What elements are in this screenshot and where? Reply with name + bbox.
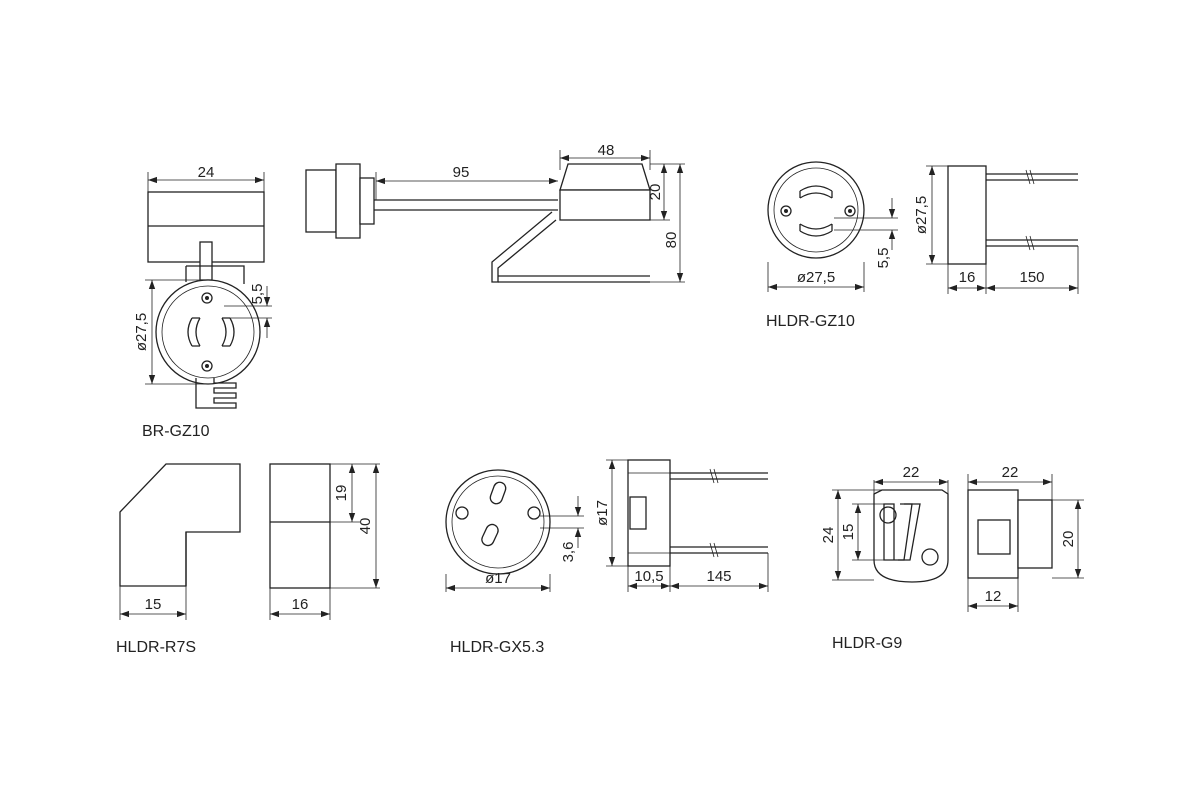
hldr-gz10-front-diameter-label: ø27,5 bbox=[797, 269, 835, 286]
hldr-gx53-front-drawing bbox=[445, 469, 551, 575]
hldr-g9-front-drawing bbox=[873, 489, 949, 583]
hldr-g9-front-width-label: 22 bbox=[903, 464, 920, 481]
hldr-r7s-height-total-label: 40 bbox=[357, 518, 374, 535]
hldr-gz10-body-label: 16 bbox=[959, 269, 976, 286]
br-gz10-caption: BR-GZ10 bbox=[142, 423, 210, 440]
hldr-g9-front-height-label: 24 bbox=[820, 527, 837, 544]
hldr-gx53-group: ø17 3,6 ø17 10,5 145 HLDR-GX5.3 bbox=[445, 459, 769, 656]
side-view-drawing bbox=[305, 163, 651, 283]
br-gz10-offset-label: 5,5 bbox=[249, 284, 266, 305]
hldr-g9-base-label: 12 bbox=[985, 588, 1002, 605]
br-gz10-width-label: 24 bbox=[198, 164, 215, 181]
hldr-gx53-front-diameter-label: ø17 bbox=[485, 570, 511, 587]
hldr-g9-side-height-label: 20 bbox=[1060, 531, 1077, 548]
hldr-r7s-front-drawing bbox=[119, 463, 241, 587]
hldr-gx53-body-label: 10,5 bbox=[634, 568, 663, 585]
hldr-gx53-side-drawing bbox=[627, 459, 768, 567]
br-gz10-group: 24 ø27,5 5,5 BR-GZ10 bbox=[133, 164, 272, 440]
hldr-g9-side-drawing bbox=[967, 489, 1053, 579]
br-gz10-drawing bbox=[147, 191, 265, 409]
side-view-height-total-label: 80 bbox=[663, 232, 680, 249]
side-view-depth-label: 48 bbox=[598, 142, 615, 159]
hldr-r7s-group: 15 16 19 40 HLDR-R7S bbox=[116, 463, 380, 656]
hldr-r7s-width-label: 15 bbox=[145, 596, 162, 613]
hldr-r7s-depth-label: 16 bbox=[292, 596, 309, 613]
hldr-g9-inner-height-label: 15 bbox=[840, 524, 857, 541]
hldr-gx53-wire-label: 145 bbox=[706, 568, 731, 585]
hldr-gz10-offset-label: 5,5 bbox=[875, 248, 892, 269]
hldr-gz10-wire-label: 150 bbox=[1019, 269, 1044, 286]
hldr-gz10-caption: HLDR-GZ10 bbox=[766, 313, 855, 330]
hldr-gz10-side-diameter-label: ø27,5 bbox=[913, 196, 930, 234]
br-gz10-diameter-label: ø27,5 bbox=[133, 313, 150, 351]
hldr-gx53-side-diameter-label: ø17 bbox=[594, 500, 611, 526]
hldr-r7s-caption: HLDR-R7S bbox=[116, 639, 196, 656]
hldr-g9-caption: HLDR-G9 bbox=[832, 635, 902, 652]
side-view-height-small-label: 20 bbox=[647, 184, 664, 201]
hldr-g9-side-width-label: 22 bbox=[1002, 464, 1019, 481]
hldr-r7s-height-upper-label: 19 bbox=[333, 485, 350, 502]
hldr-gz10-side-drawing bbox=[947, 165, 1078, 265]
side-view-length-label: 95 bbox=[453, 164, 470, 181]
hldr-gx53-caption: HLDR-GX5.3 bbox=[450, 639, 544, 656]
hldr-gx53-offset-label: 3,6 bbox=[560, 542, 577, 563]
hldr-gz10-front-drawing bbox=[767, 161, 865, 259]
hldr-g9-group: 22 24 15 22 20 12 HLDR-G9 bbox=[820, 464, 1084, 652]
hldr-gz10-group: ø27,5 5,5 ø27,5 16 150 HLDR-GZ10 bbox=[766, 161, 1079, 330]
side-view-group: 95 48 20 80 bbox=[305, 142, 685, 283]
hldr-r7s-side-drawing bbox=[269, 463, 331, 589]
